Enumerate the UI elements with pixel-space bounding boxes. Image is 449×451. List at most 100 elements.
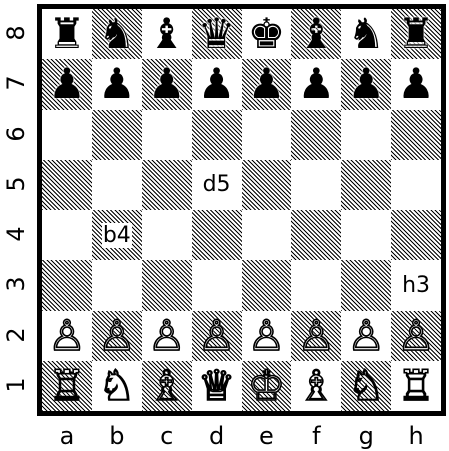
square-d8[interactable]: ♛ (192, 9, 242, 59)
square-a1[interactable]: ♖ (42, 361, 92, 411)
square-e3[interactable] (242, 260, 292, 310)
square-h6[interactable] (391, 110, 441, 160)
square-b7[interactable]: ♟ (92, 59, 142, 109)
black-pawn-icon[interactable]: ♟ (397, 63, 435, 105)
white-pawn-icon[interactable]: ♙ (397, 315, 435, 357)
square-e5[interactable] (242, 160, 292, 210)
square-h1[interactable]: ♖ (391, 361, 441, 411)
square-a2[interactable]: ♙ (42, 311, 92, 361)
square-f2[interactable]: ♙ (291, 311, 341, 361)
black-pawn-icon[interactable]: ♟ (48, 63, 86, 105)
square-a3[interactable] (42, 260, 92, 310)
square-a6[interactable] (42, 110, 92, 160)
black-pawn-icon[interactable]: ♟ (297, 63, 335, 105)
square-f5[interactable] (291, 160, 341, 210)
square-e8[interactable]: ♚ (242, 9, 292, 59)
square-c8[interactable]: ♝ (142, 9, 192, 59)
square-g1[interactable]: ♘ (341, 361, 391, 411)
square-a7[interactable]: ♟ (42, 59, 92, 109)
white-rook-icon[interactable]: ♖ (48, 365, 86, 407)
square-e4[interactable] (242, 210, 292, 260)
black-pawn-icon[interactable]: ♟ (98, 63, 136, 105)
black-pawn-icon[interactable]: ♟ (248, 63, 286, 105)
square-e1[interactable]: ♔ (242, 361, 292, 411)
white-pawn-icon[interactable]: ♙ (48, 315, 86, 357)
black-king-icon[interactable]: ♚ (248, 13, 286, 55)
square-c3[interactable] (142, 260, 192, 310)
square-d5[interactable]: d5 (192, 160, 242, 210)
square-f7[interactable]: ♟ (291, 59, 341, 109)
square-b1[interactable]: ♘ (92, 361, 142, 411)
white-pawn-icon[interactable]: ♙ (98, 315, 136, 357)
white-king-icon[interactable]: ♔ (248, 365, 286, 407)
black-rook-icon[interactable]: ♜ (48, 13, 86, 55)
square-b4[interactable]: b4 (92, 210, 142, 260)
black-pawn-icon[interactable]: ♟ (347, 63, 385, 105)
square-d2[interactable]: ♙ (192, 311, 242, 361)
square-h2[interactable]: ♙ (391, 311, 441, 361)
white-knight-icon[interactable]: ♘ (98, 365, 136, 407)
white-pawn-icon[interactable]: ♙ (148, 315, 186, 357)
square-c4[interactable] (142, 210, 192, 260)
square-e2[interactable]: ♙ (242, 311, 292, 361)
square-e7[interactable]: ♟ (242, 59, 292, 109)
white-pawn-icon[interactable]: ♙ (248, 315, 286, 357)
square-g4[interactable] (341, 210, 391, 260)
square-b6[interactable] (92, 110, 142, 160)
square-e6[interactable] (242, 110, 292, 160)
square-g3[interactable] (341, 260, 391, 310)
square-d4[interactable] (192, 210, 242, 260)
white-bishop-icon[interactable]: ♗ (148, 365, 186, 407)
square-b8[interactable]: ♞ (92, 9, 142, 59)
square-c2[interactable]: ♙ (142, 311, 192, 361)
square-b2[interactable]: ♙ (92, 311, 142, 361)
square-f4[interactable] (291, 210, 341, 260)
square-b3[interactable] (92, 260, 142, 310)
square-h5[interactable] (391, 160, 441, 210)
square-f8[interactable]: ♝ (291, 9, 341, 59)
square-h3[interactable]: h3 (391, 260, 441, 310)
square-g5[interactable] (341, 160, 391, 210)
white-pawn-icon[interactable]: ♙ (297, 315, 335, 357)
square-g7[interactable]: ♟ (341, 59, 391, 109)
square-d3[interactable] (192, 260, 242, 310)
black-knight-icon[interactable]: ♞ (347, 13, 385, 55)
black-bishop-icon[interactable]: ♝ (297, 13, 335, 55)
square-g6[interactable] (341, 110, 391, 160)
white-pawn-icon[interactable]: ♙ (198, 315, 236, 357)
square-g8[interactable]: ♞ (341, 9, 391, 59)
square-f1[interactable]: ♗ (291, 361, 341, 411)
black-pawn-icon[interactable]: ♟ (198, 63, 236, 105)
square-h7[interactable]: ♟ (391, 59, 441, 109)
square-c7[interactable]: ♟ (142, 59, 192, 109)
square-a5[interactable] (42, 160, 92, 210)
square-f3[interactable] (291, 260, 341, 310)
black-rook-icon[interactable]: ♜ (397, 13, 435, 55)
square-g2[interactable]: ♙ (341, 311, 391, 361)
black-queen-icon[interactable]: ♛ (198, 13, 236, 55)
square-a8[interactable]: ♜ (42, 9, 92, 59)
white-bishop-icon[interactable]: ♗ (297, 365, 335, 407)
square-a4[interactable] (42, 210, 92, 260)
square-f6[interactable] (291, 110, 341, 160)
white-rook-icon[interactable]: ♖ (397, 365, 435, 407)
white-queen-icon[interactable]: ♕ (198, 365, 236, 407)
rank-label-6: 6 (2, 122, 30, 146)
black-bishop-icon[interactable]: ♝ (148, 13, 186, 55)
square-c5[interactable] (142, 160, 192, 210)
rank-label-4: 4 (2, 222, 30, 246)
square-d7[interactable]: ♟ (192, 59, 242, 109)
square-h8[interactable]: ♜ (391, 9, 441, 59)
square-d6[interactable] (192, 110, 242, 160)
square-annotation-text: b4 (102, 223, 132, 248)
square-d1[interactable]: ♕ (192, 361, 242, 411)
file-label-h: h (391, 422, 441, 450)
white-knight-icon[interactable]: ♘ (347, 365, 385, 407)
square-c1[interactable]: ♗ (142, 361, 192, 411)
square-b5[interactable] (92, 160, 142, 210)
square-h4[interactable] (391, 210, 441, 260)
black-knight-icon[interactable]: ♞ (98, 13, 136, 55)
black-pawn-icon[interactable]: ♟ (148, 63, 186, 105)
square-c6[interactable] (142, 110, 192, 160)
white-pawn-icon[interactable]: ♙ (347, 315, 385, 357)
